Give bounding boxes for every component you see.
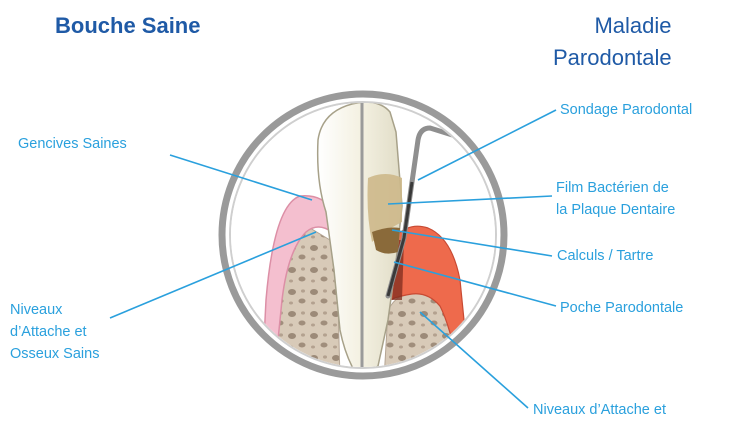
label-poche-parodontale: Poche Parodontale bbox=[560, 297, 683, 319]
title-periodontal-disease-line2: Parodontale bbox=[553, 44, 672, 71]
label-calculs-tartre: Calculs / Tartre bbox=[557, 245, 653, 267]
label-film-line1: Film Bactérien de bbox=[556, 177, 675, 199]
label-niveaux-line2: d’Attache et bbox=[10, 321, 99, 343]
label-gencives-saines: Gencives Saines bbox=[18, 133, 127, 155]
label-film-bacterien: Film Bactérien de la Plaque Dentaire bbox=[556, 177, 675, 221]
title-periodontal-disease: Maladie bbox=[583, 12, 683, 39]
title-right-line1: Maladie bbox=[594, 13, 671, 38]
title-healthy-mouth: Bouche Saine bbox=[55, 12, 200, 39]
label-film-line2: la Plaque Dentaire bbox=[556, 199, 675, 221]
title-right-line2: Parodontale bbox=[553, 45, 672, 70]
label-niveaux-attache-bottom: Niveaux d’Attache et bbox=[533, 399, 666, 421]
label-niveaux-line1: Niveaux bbox=[10, 299, 99, 321]
label-niveaux-line3: Osseux Sains bbox=[10, 343, 99, 365]
label-sondage-parodontal: Sondage Parodontal bbox=[560, 99, 692, 121]
label-niveaux-sains: Niveaux d’Attache et Osseux Sains bbox=[10, 299, 99, 365]
